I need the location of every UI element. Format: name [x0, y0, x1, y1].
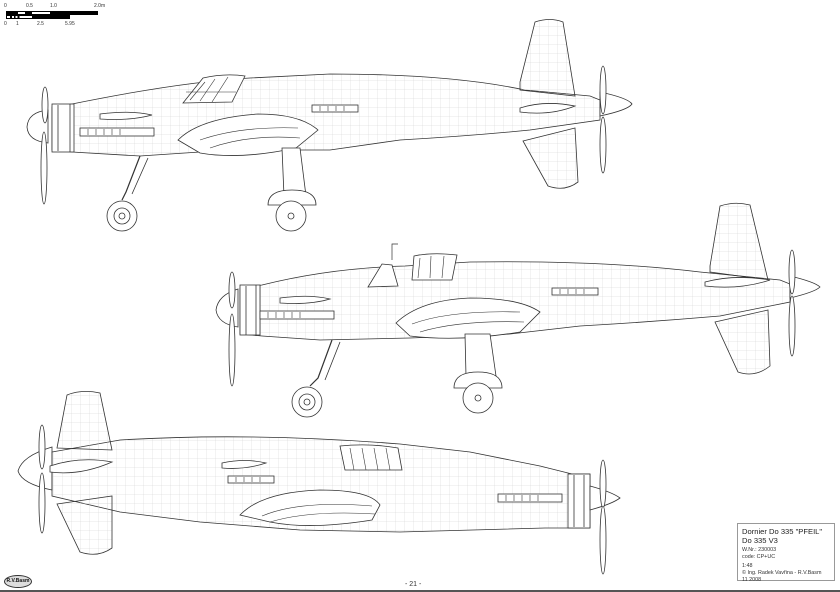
scale-tick: 2.0m: [94, 3, 106, 9]
scale-tick: 1: [16, 21, 19, 27]
author-credit: © Ing. Radek Vavřina - R.V.Basm: [742, 570, 822, 576]
scale-tick: 0: [4, 21, 7, 27]
aircraft-variant: Do 335 V3: [742, 536, 778, 545]
view-left-profile-gear-down: [26, 19, 633, 232]
view-left-profile-canopy-open: [215, 202, 821, 418]
view-right-profile: [17, 391, 621, 575]
scale-bar-feet: [6, 15, 70, 19]
title-block: Dornier Do 335 "PFEIL" Do 335 V3 W.Nr.: …: [737, 523, 835, 583]
aircraft-code: code: CP+UC: [742, 554, 776, 560]
page-number: - 21 -: [405, 581, 422, 588]
werknummer: W.Nr.: 230003: [742, 547, 777, 553]
scale-bar-meters: [6, 11, 98, 15]
scale-tick: 5.95: [65, 21, 75, 27]
scale-tick: 0.5: [26, 3, 33, 9]
bottom-border: [0, 590, 840, 592]
publisher-logo: R.V.Basm: [4, 575, 32, 588]
scale-tick: 0: [4, 3, 7, 9]
drawing-scale: 1:48: [742, 563, 753, 569]
scale-tick: 1.0: [50, 3, 57, 9]
scale-bar: 0 0.5 1.0 2.0m 0 1 2.5 5.95: [4, 3, 119, 29]
aircraft-name: Dornier Do 335 "PFEIL": [742, 527, 823, 536]
drawing-date: 11 2008: [742, 577, 762, 583]
scale-tick: 2.5: [37, 21, 44, 27]
